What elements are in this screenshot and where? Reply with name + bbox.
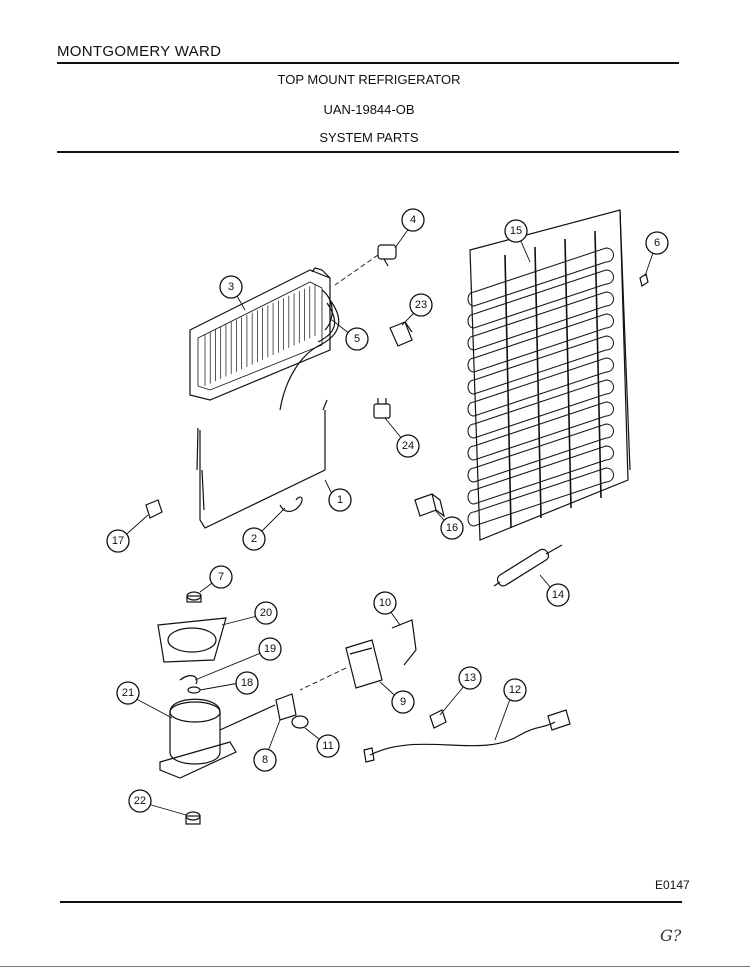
callout-20[interactable]: 20 xyxy=(254,601,278,625)
callout-6[interactable]: 6 xyxy=(645,231,669,255)
wire-clip-part[interactable] xyxy=(179,675,198,685)
svg-text:21: 21 xyxy=(122,687,134,699)
relay-part[interactable] xyxy=(275,693,297,721)
bottom-rule xyxy=(0,966,750,967)
svg-text:13: 13 xyxy=(464,672,476,684)
coil-rail xyxy=(564,238,572,509)
handwritten-mark: G? xyxy=(660,926,682,945)
plug-part[interactable] xyxy=(429,709,447,729)
svg-text:9: 9 xyxy=(400,696,406,708)
callout-1[interactable]: 1 xyxy=(328,488,352,512)
coil-loop xyxy=(467,445,614,505)
callout-2[interactable]: 2 xyxy=(242,527,266,551)
header-rule xyxy=(57,151,679,153)
coil-loop xyxy=(467,357,614,417)
protector-cover-part[interactable] xyxy=(299,639,383,691)
retainer-clip-part[interactable] xyxy=(639,273,649,287)
callout-21[interactable]: 21 xyxy=(116,681,140,705)
callout-10[interactable]: 10 xyxy=(373,591,397,615)
compressor-part[interactable] xyxy=(159,698,276,779)
nut-part[interactable] xyxy=(186,591,202,603)
svg-text:23: 23 xyxy=(415,299,427,311)
svg-text:1: 1 xyxy=(337,494,343,506)
overload-part[interactable] xyxy=(291,715,309,729)
coil-rail xyxy=(534,246,542,519)
svg-text:20: 20 xyxy=(260,607,272,619)
callout-13[interactable]: 13 xyxy=(458,666,482,690)
callout-17[interactable]: 17 xyxy=(106,529,130,553)
page-title: TOP MOUNT REFRIGERATOR xyxy=(277,72,461,87)
footer-rule xyxy=(60,901,682,903)
callout-24[interactable]: 24 xyxy=(396,434,420,458)
bracket-part[interactable] xyxy=(389,321,413,347)
power-cord-part[interactable] xyxy=(363,709,571,763)
coil-loop xyxy=(467,379,614,439)
callout-18[interactable]: 18 xyxy=(235,671,259,695)
coil-loop xyxy=(467,423,614,483)
spring-clip-part[interactable] xyxy=(391,619,417,666)
grommet-part[interactable] xyxy=(145,499,163,519)
svg-text:6: 6 xyxy=(654,237,660,249)
mounting-bracket-part[interactable] xyxy=(414,493,445,518)
callout-16[interactable]: 16 xyxy=(440,516,464,540)
coil-loop xyxy=(467,335,614,395)
callout-4[interactable]: 4 xyxy=(401,208,425,232)
coil-rail xyxy=(504,254,512,529)
model-number: UAN-19844-OB xyxy=(323,102,415,117)
callout-8[interactable]: 8 xyxy=(253,748,277,772)
coil-loop xyxy=(467,401,614,461)
wire-loop-part[interactable] xyxy=(196,399,328,529)
callout-15[interactable]: 15 xyxy=(504,219,528,243)
callout-7[interactable]: 7 xyxy=(209,565,233,589)
brand-name: MONTGOMERY WARD xyxy=(57,43,222,60)
fitting-part[interactable] xyxy=(373,398,391,419)
callout-9[interactable]: 9 xyxy=(391,690,415,714)
svg-text:19: 19 xyxy=(264,643,276,655)
washer-part[interactable] xyxy=(187,686,201,694)
callout-19[interactable]: 19 xyxy=(258,637,282,661)
tray-part[interactable] xyxy=(157,617,227,663)
svg-text:8: 8 xyxy=(262,754,268,766)
svg-text:2: 2 xyxy=(251,533,257,545)
svg-text:16: 16 xyxy=(446,522,458,534)
callout-22[interactable]: 22 xyxy=(128,789,152,813)
svg-text:4: 4 xyxy=(410,214,416,226)
coil-loop xyxy=(467,313,614,373)
svg-text:3: 3 xyxy=(228,281,234,293)
diagram-code: E0147 xyxy=(655,878,690,892)
callout-23[interactable]: 23 xyxy=(409,293,433,317)
coil-loop xyxy=(467,467,614,527)
callout-5[interactable]: 5 xyxy=(345,327,369,351)
callout-11[interactable]: 11 xyxy=(316,734,340,758)
evaporator-coil-part[interactable] xyxy=(467,209,631,541)
top-rule xyxy=(57,62,679,64)
svg-text:11: 11 xyxy=(322,740,333,752)
svg-text:10: 10 xyxy=(379,597,391,609)
svg-text:7: 7 xyxy=(218,571,224,583)
svg-text:18: 18 xyxy=(241,677,253,689)
tube-part[interactable] xyxy=(279,299,340,411)
svg-text:12: 12 xyxy=(509,684,521,696)
svg-text:15: 15 xyxy=(510,225,522,237)
svg-text:24: 24 xyxy=(402,440,414,452)
clip-part[interactable] xyxy=(279,496,303,512)
coil-loop xyxy=(467,247,614,307)
svg-text:5: 5 xyxy=(354,333,360,345)
callout-3[interactable]: 3 xyxy=(219,275,243,299)
callout-14[interactable]: 14 xyxy=(546,583,570,607)
filter-dryer-part[interactable] xyxy=(493,544,563,587)
callout-12[interactable]: 12 xyxy=(503,678,527,702)
svg-text:22: 22 xyxy=(134,795,146,807)
svg-text:14: 14 xyxy=(552,589,564,601)
connector-part[interactable] xyxy=(334,244,397,286)
svg-text:17: 17 xyxy=(112,535,124,547)
coil-rail xyxy=(594,230,602,499)
foot-part[interactable] xyxy=(185,811,201,825)
coil-loop xyxy=(467,291,614,351)
condenser-part[interactable] xyxy=(189,267,333,401)
section-title: SYSTEM PARTS xyxy=(319,130,419,145)
coil-loop xyxy=(467,269,614,329)
